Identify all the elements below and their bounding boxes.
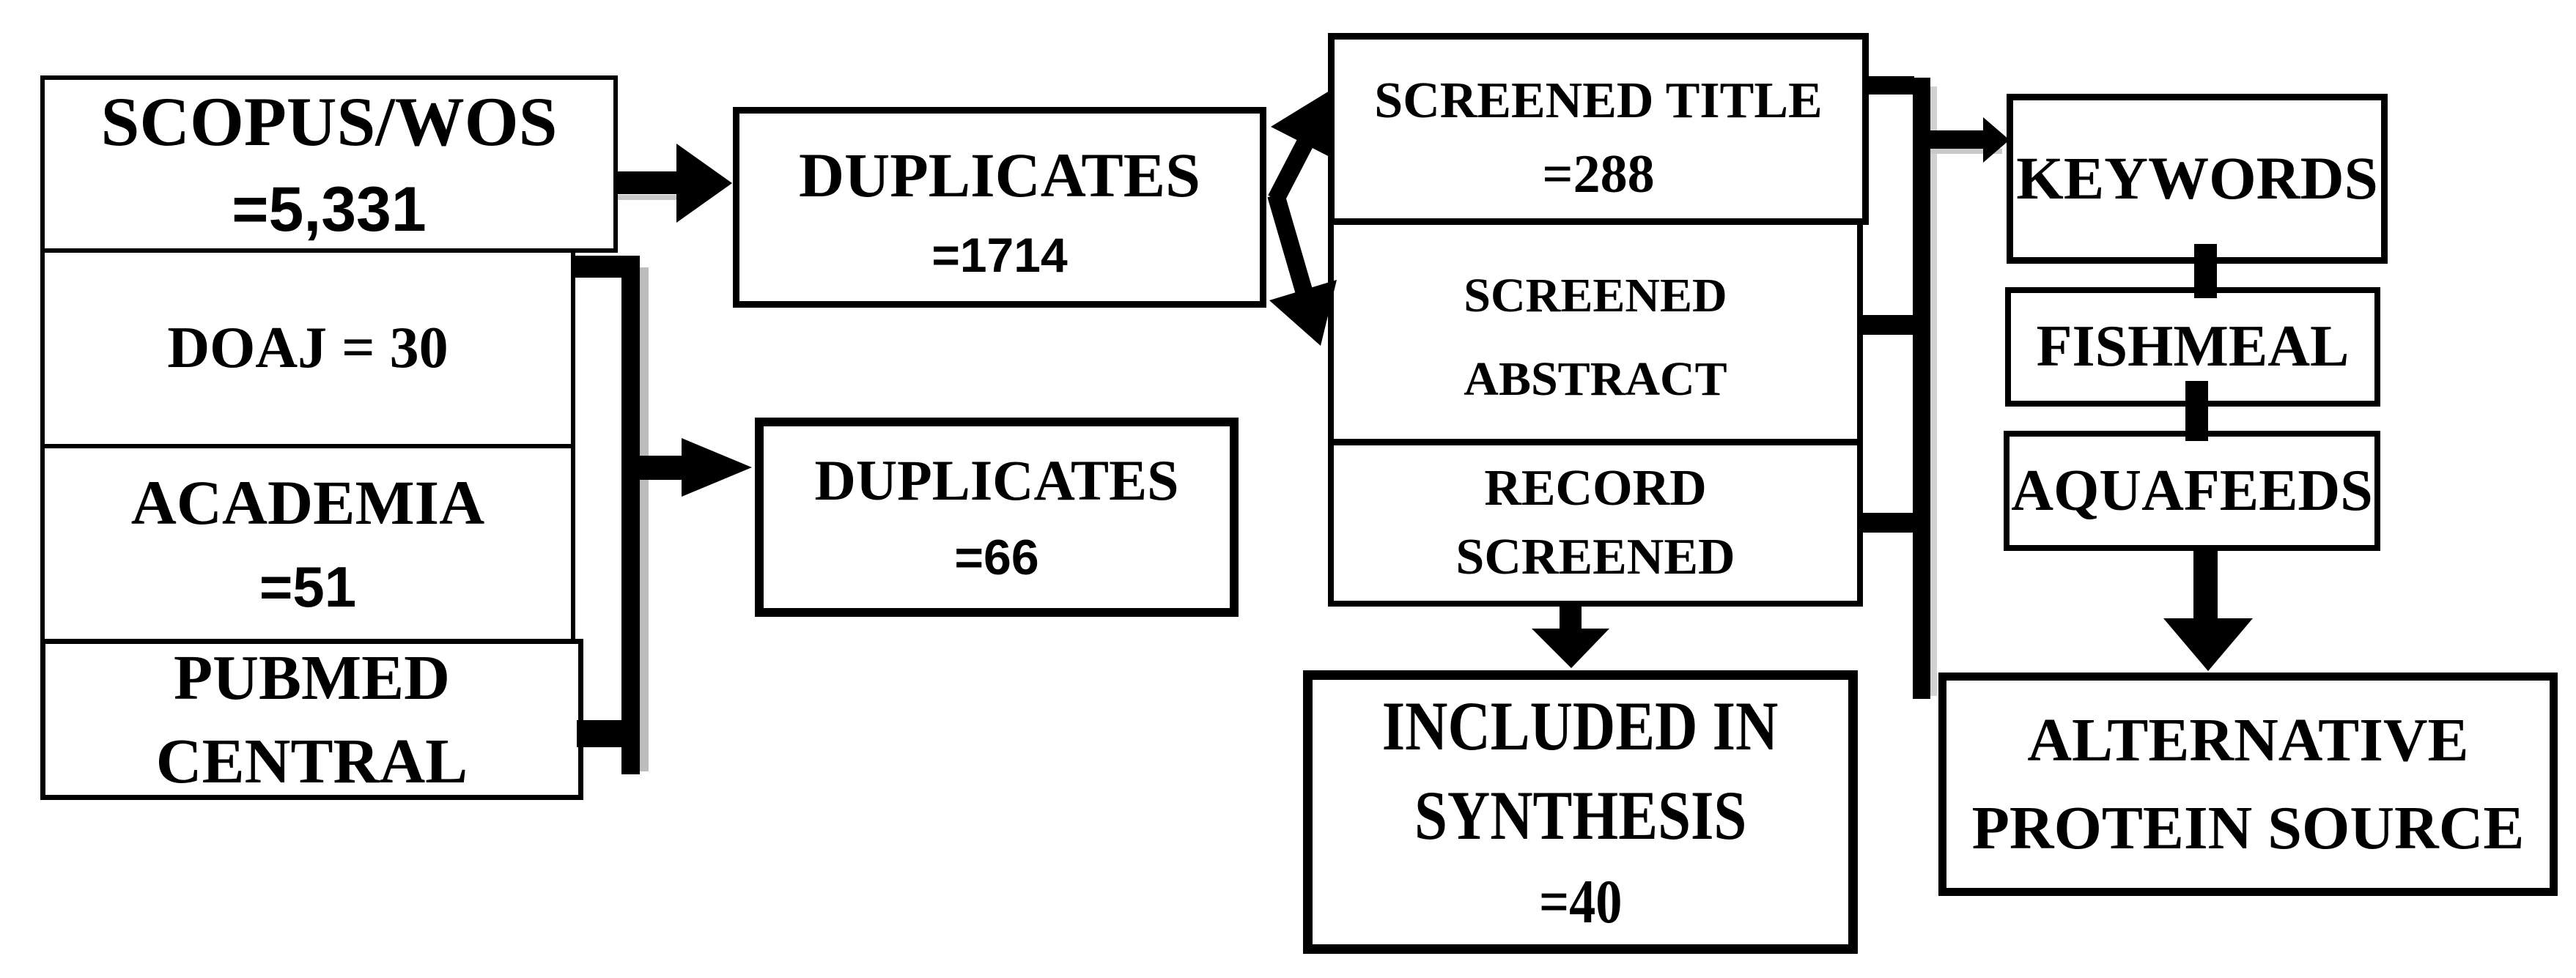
box-academia: ACADEMIA =51 [40, 444, 575, 643]
box-duplicates-66: DUPLICATES =66 [755, 418, 1239, 617]
academia-label: ACADEMIA [130, 467, 485, 538]
included-line1: INCLUDED IN [1382, 686, 1779, 765]
fishmeal-label: FISHMEAL [2036, 314, 2350, 379]
arrow-scopus-to-duplicates-1714 [616, 144, 732, 223]
box-doaj: DOAJ = 30 [40, 248, 575, 448]
pubmed-label-line2: CENTRAL [155, 725, 468, 796]
scopus-label: SCOPUS/WOS [100, 83, 558, 161]
connector-fishmeal-to-aquafeeds [2185, 381, 2208, 441]
duplicates2-label: DUPLICATES [814, 448, 1179, 512]
arrow-head [2163, 618, 2253, 671]
record-screened-line2: SCREENED [1455, 529, 1735, 585]
academia-count: =51 [259, 555, 357, 620]
arrow-head [1532, 629, 1609, 668]
box-record-screened: RECORD SCREENED [1328, 440, 1863, 607]
arrow-shaft [638, 456, 684, 480]
box-aquafeeds: AQUAFEEDS [2004, 431, 2380, 551]
right-bracket-abstract-bar [1861, 315, 1914, 335]
arrow-aquafeeds-to-alternative [2163, 549, 2253, 671]
arrow-head [682, 438, 752, 497]
arrow-shaft [1930, 130, 1985, 149]
arrow-line [1268, 137, 1314, 204]
arrow-record-to-included [1532, 604, 1609, 668]
arrow-duplicates-to-screened-abstract [1267, 192, 1337, 346]
arrow-head [676, 144, 732, 223]
left-bracket-connector [572, 256, 649, 774]
box-duplicates-1714: DUPLICATES =1714 [733, 107, 1266, 308]
arrow-shadow [1930, 149, 2002, 154]
record-screened-line1: RECORD [1484, 459, 1707, 516]
arrow-shaft [2193, 549, 2218, 623]
scopus-count: =5,331 [232, 174, 427, 245]
arrow-head [1269, 280, 1337, 346]
arrow-duplicates-to-screened-title [1268, 91, 1334, 204]
right-bracket-record-bar [1861, 513, 1914, 533]
included-line2: SYNTHESIS [1414, 777, 1747, 855]
duplicates1-label: DUPLICATES [799, 140, 1200, 211]
duplicates1-count: =1714 [931, 227, 1068, 282]
box-alternative-protein-source: ALTERNATIVE PROTEIN SOURCE [1938, 673, 2558, 896]
box-keywords: KEYWORDS [2007, 94, 2388, 264]
arrow-bracket-to-duplicates-66 [638, 438, 752, 497]
right-bracket-top-bar [1863, 76, 1914, 95]
connector-keywords-to-fishmeal [2194, 244, 2217, 298]
right-bracket-vertical [1913, 78, 1930, 699]
box-screened-abstract: SCREENED ABSTRACT [1328, 219, 1863, 445]
arrow-head [1271, 91, 1334, 159]
right-bracket-shadow [1930, 86, 1937, 696]
included-count: =40 [1538, 867, 1623, 937]
screened-title-label: SCREENED TITLE [1374, 72, 1823, 129]
left-bracket-vertical [621, 256, 640, 774]
keywords-label: KEYWORDS [2016, 144, 2378, 212]
arrow-bracket-to-keywords [1930, 117, 2009, 163]
box-pubmed-central: PUBMED CENTRAL [40, 639, 583, 800]
aquafeeds-label: AQUAFEEDS [2011, 458, 2373, 523]
box-included-in-synthesis: INCLUDED IN SYNTHESIS =40 [1303, 670, 1858, 954]
alternative-line1: ALTERNATIVE [2027, 706, 2469, 775]
arrow-line [1267, 192, 1313, 296]
alternative-line2: PROTEIN SOURCE [1971, 793, 2525, 862]
screened-abstract-line2: ABSTRACT [1464, 352, 1727, 406]
box-scopus-wos: SCOPUS/WOS =5,331 [40, 75, 618, 253]
left-bracket-shadow [640, 267, 649, 771]
right-bracket-connector [1861, 76, 1937, 699]
duplicates2-count: =66 [954, 530, 1039, 586]
doaj-label: DOAJ = 30 [167, 316, 449, 381]
arrow-shaft [616, 171, 678, 194]
arrow-shadow [618, 195, 678, 200]
arrow-head [1983, 117, 2009, 163]
screened-abstract-line1: SCREENED [1464, 269, 1727, 323]
screened-title-count: =288 [1542, 144, 1655, 204]
left-bracket-bottom-foot [577, 720, 640, 747]
pubmed-label-line1: PUBMED [174, 641, 450, 713]
